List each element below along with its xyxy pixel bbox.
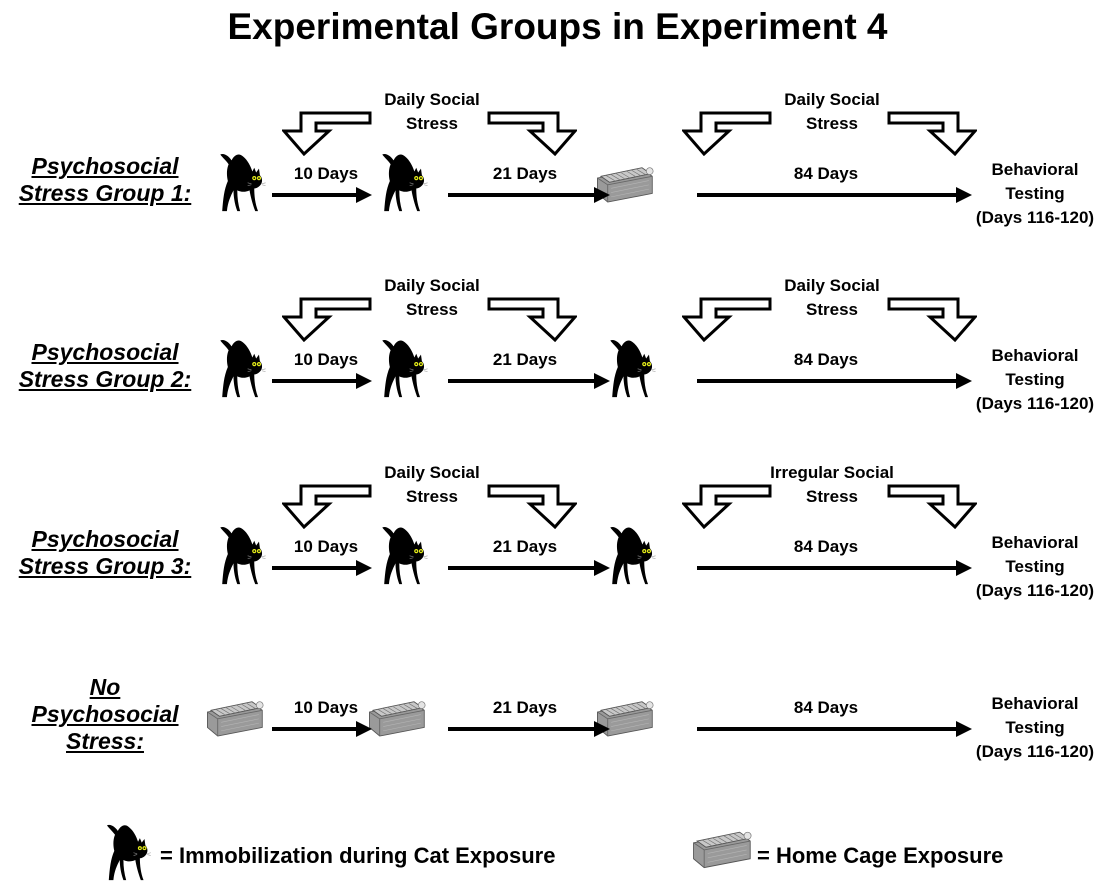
group-label-line: Psychosocial [31, 701, 179, 727]
bent-arrow-left-icon [682, 484, 772, 529]
stress-label: Stress [806, 300, 858, 319]
flow-arrow [272, 560, 372, 576]
outcome-label: Testing [1005, 718, 1064, 737]
bent-arrow-right-icon [487, 297, 577, 342]
legend-cage-text: = Home Cage Exposure [757, 843, 1004, 868]
cat-icon [220, 526, 266, 585]
cat-icon [382, 339, 428, 398]
flow-arrow [272, 721, 372, 737]
period-label: 84 Days [794, 350, 858, 369]
period-label: 21 Days [493, 164, 557, 183]
flow-arrow [448, 721, 610, 737]
stress-label: Irregular Social [770, 463, 894, 482]
diagram-title: Experimental Groups in Experiment 4 [227, 6, 888, 47]
group-label-line: No [89, 674, 121, 700]
bent-arrow-right-icon [887, 111, 977, 156]
flow-arrow [697, 373, 972, 389]
period-label: 10 Days [294, 537, 358, 556]
bent-arrow-right-icon [487, 484, 577, 529]
bent-arrow-right-icon [487, 111, 577, 156]
flow-arrow [448, 373, 610, 389]
outcome-label: Behavioral [992, 160, 1079, 179]
stress-label: Daily Social [384, 463, 479, 482]
outcome-label: Behavioral [992, 533, 1079, 552]
stress-label: Stress [406, 300, 458, 319]
cat-icon [610, 526, 656, 585]
stress-label: Stress [806, 114, 858, 133]
flow-arrow [272, 373, 372, 389]
group-label-line: Stress Group 2: [18, 366, 192, 392]
bent-arrow-left-icon [282, 111, 372, 156]
cage-icon [206, 701, 264, 737]
outcome-label: (Days 116-120) [976, 742, 1094, 761]
cat-icon [220, 153, 266, 212]
outcome-label: Behavioral [992, 694, 1079, 713]
cat-icon [382, 526, 428, 585]
group-label-line: Stress Group 3: [18, 553, 192, 579]
bent-arrow-right-icon [887, 297, 977, 342]
outcome-label: Testing [1005, 370, 1064, 389]
bent-arrow-left-icon [682, 297, 772, 342]
group-label-line: Stress: [66, 728, 144, 754]
stress-label: Daily Social [784, 276, 879, 295]
flow-arrow [697, 187, 972, 203]
bent-arrow-left-icon [282, 297, 372, 342]
group-label-line: Psychosocial [31, 526, 179, 552]
period-label: 10 Days [294, 350, 358, 369]
outcome-label: Testing [1005, 184, 1064, 203]
cat-icon [610, 339, 656, 398]
period-label: 10 Days [294, 698, 358, 717]
stress-label: Stress [406, 487, 458, 506]
flow-arrow [697, 721, 972, 737]
legend-cat-text: = Immobilization during Cat Exposure [160, 843, 556, 868]
group-label-line: Psychosocial [31, 153, 179, 179]
bent-arrow-left-icon [682, 111, 772, 156]
stress-label: Daily Social [384, 90, 479, 109]
cat-icon [220, 339, 266, 398]
group-label-line: Stress Group 1: [18, 180, 192, 206]
bent-arrow-right-icon [887, 484, 977, 529]
period-label: 10 Days [294, 164, 358, 183]
period-label: 21 Days [493, 537, 557, 556]
stress-label: Daily Social [784, 90, 879, 109]
period-label: 21 Days [493, 350, 557, 369]
flow-arrow [448, 187, 610, 203]
stress-label: Daily Social [384, 276, 479, 295]
group-label-line: Psychosocial [31, 339, 179, 365]
period-label: 84 Days [794, 164, 858, 183]
flow-arrow [272, 187, 372, 203]
outcome-label: (Days 116-120) [976, 581, 1094, 600]
outcome-label: (Days 116-120) [976, 208, 1094, 227]
cage-icon [368, 701, 426, 737]
outcome-label: (Days 116-120) [976, 394, 1094, 413]
flow-arrow [697, 560, 972, 576]
cat-icon [382, 153, 428, 212]
flow-arrow [448, 560, 610, 576]
outcome-label: Behavioral [992, 346, 1079, 365]
stress-label: Stress [806, 487, 858, 506]
period-label: 21 Days [493, 698, 557, 717]
legend: = Immobilization during Cat Exposure = H… [0, 815, 1115, 885]
bent-arrow-left-icon [282, 484, 372, 529]
period-label: 84 Days [794, 537, 858, 556]
stress-label: Stress [406, 114, 458, 133]
period-label: 84 Days [794, 698, 858, 717]
outcome-label: Testing [1005, 557, 1064, 576]
